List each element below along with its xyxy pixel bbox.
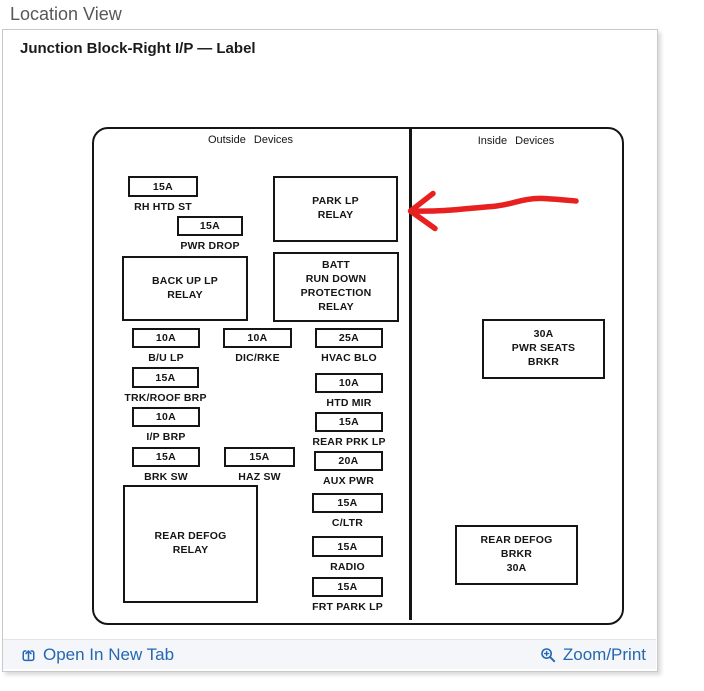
open-in-new-tab-link[interactable]: Open In New Tab bbox=[21, 640, 174, 670]
fuse-htd-mir: 10A bbox=[315, 373, 383, 393]
back-up-lp-relay-line: BACK UP LP bbox=[152, 274, 218, 287]
fuse-label-aux-pwr: AUX PWR bbox=[323, 475, 374, 487]
open-in-new-tab-label: Open In New Tab bbox=[43, 645, 175, 664]
fuse-label-hvac-blo: HVAC BLO bbox=[321, 352, 377, 364]
inside-devices-label: Inside Devices bbox=[477, 135, 555, 147]
fuse-rh-htd-st: 15A bbox=[128, 176, 198, 197]
fuse-label-c-ltr: C/LTR bbox=[331, 517, 364, 529]
fuse-label-rear-prk-lp: REAR PRK LP bbox=[312, 436, 386, 448]
fuse-b-u-lp: 10A bbox=[132, 328, 200, 348]
rear-defog-relay-line: RELAY bbox=[172, 544, 209, 556]
batt-run-down-protection-relay-line: PROTECTION bbox=[300, 287, 372, 299]
fuse-label-i-p-brp: I/P BRP bbox=[146, 431, 186, 443]
fuse-label-htd-mir: HTD MIR bbox=[326, 397, 372, 409]
fuse-i-p-brp: 10A bbox=[132, 407, 200, 427]
batt-run-down-protection-relay-line: RELAY bbox=[318, 300, 354, 313]
rear-defog-brkr-line: BRKR bbox=[500, 548, 533, 561]
batt-run-down-protection-relay-line: RUN DOWN bbox=[305, 273, 367, 286]
zoom-plus-icon bbox=[540, 647, 556, 663]
pwr-seats-brkr-line: 30A bbox=[533, 328, 554, 341]
fuse-label-frt-park-lp: FRT PARK LP bbox=[312, 601, 383, 613]
fuse-label-brk-sw: BRK SW bbox=[144, 471, 188, 483]
fuse-aux-pwr: 20A bbox=[314, 451, 383, 471]
fuse-label-rh-htd-st: RH HTD ST bbox=[134, 201, 192, 213]
footer-bar: Open In New Tab Zoom/Print bbox=[3, 639, 656, 669]
rear-defog-brkr-line: 30A bbox=[506, 561, 527, 574]
fuse-label-trk-roof-brp: TRK/ROOF BRP bbox=[124, 392, 207, 404]
park-lp-relay-line: PARK LP bbox=[312, 195, 359, 208]
batt-run-down-protection-relay-line: BATT bbox=[321, 259, 350, 272]
fuse-haz-sw: 15A bbox=[224, 447, 295, 467]
fuse-c-ltr: 15A bbox=[312, 493, 383, 513]
page-title: Location View bbox=[10, 4, 122, 24]
park-lp-relay-line: RELAY bbox=[317, 209, 354, 221]
fuse-label-b-u-lp: B/U LP bbox=[148, 352, 184, 364]
back-up-lp-relay-line: RELAY bbox=[167, 288, 203, 301]
fuse-trk-roof-brp: 15A bbox=[132, 367, 199, 388]
fuse-label-pwr-drop: PWR DROP bbox=[180, 240, 240, 252]
fuse-rear-prk-lp: 15A bbox=[315, 412, 383, 432]
fuse-label-dic-rke: DIC/RKE bbox=[235, 352, 280, 364]
pwr-seats-brkr-line: BRKR bbox=[527, 355, 560, 368]
fuse-label-radio: RADIO bbox=[330, 561, 365, 573]
fuse-dic-rke: 10A bbox=[223, 328, 292, 348]
fuse-frt-park-lp: 15A bbox=[312, 577, 383, 597]
fuse-pwr-drop: 15A bbox=[177, 216, 243, 236]
rear-defog-brkr-line: REAR DEFOG bbox=[480, 534, 553, 547]
diagram-heading: Junction Block-Right I/P — Label bbox=[20, 40, 256, 57]
rear-defog-relay-line: REAR DEFOG bbox=[154, 530, 227, 543]
zoom-print-link[interactable]: Zoom/Print bbox=[540, 640, 646, 670]
outside-devices-label: Outside Devices bbox=[207, 134, 294, 146]
open-in-new-tab-icon bbox=[21, 648, 36, 663]
fuse-label-haz-sw: HAZ SW bbox=[238, 471, 281, 483]
fuse-hvac-blo: 25A bbox=[315, 328, 383, 348]
pwr-seats-brkr-line: PWR SEATS bbox=[511, 342, 576, 355]
section-divider bbox=[409, 128, 412, 620]
zoom-print-label: Zoom/Print bbox=[562, 645, 646, 664]
fuse-brk-sw: 15A bbox=[132, 447, 200, 467]
fuse-radio: 15A bbox=[312, 536, 383, 557]
